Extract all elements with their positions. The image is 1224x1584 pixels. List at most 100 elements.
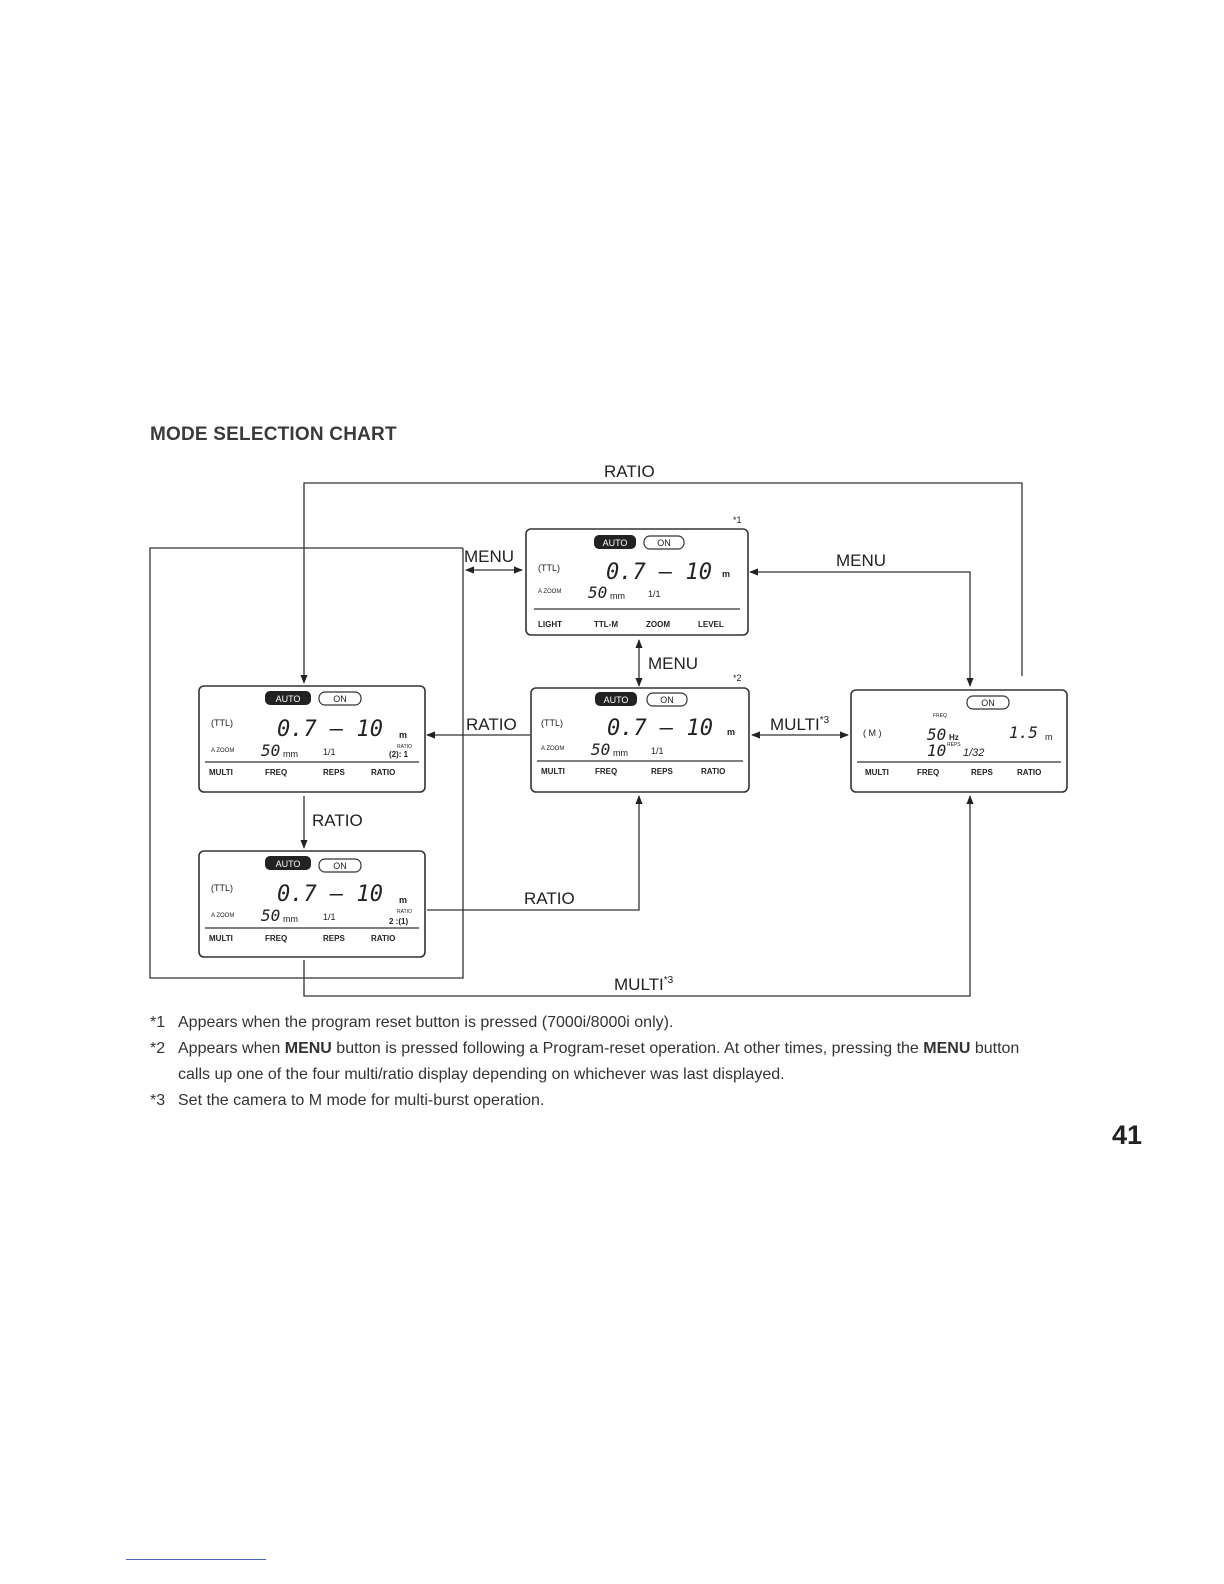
svg-text:ON: ON xyxy=(333,861,347,871)
label-ratio-bottom: RATIO xyxy=(524,889,575,908)
svg-text:mm: mm xyxy=(610,591,625,601)
svg-text:0.7 – 10: 0.7 – 10 xyxy=(277,717,383,742)
svg-text:REPS: REPS xyxy=(947,742,961,748)
label-multi-right: MULTI*3 xyxy=(770,715,830,734)
connector-lines xyxy=(149,482,1023,997)
svg-text:ON: ON xyxy=(660,695,674,705)
on-badge xyxy=(646,692,688,707)
footnote-text: MENU xyxy=(923,1040,971,1057)
svg-text:1/1: 1/1 xyxy=(648,589,661,599)
svg-text:REPS: REPS xyxy=(971,768,993,777)
svg-text:Hz: Hz xyxy=(949,733,959,742)
auto-badge xyxy=(595,692,637,706)
svg-text:1/1: 1/1 xyxy=(651,746,664,756)
auto-badge xyxy=(594,535,636,549)
svg-text:10: 10 xyxy=(927,741,946,760)
svg-text:50: 50 xyxy=(588,583,607,602)
svg-text:RATIO: RATIO xyxy=(701,767,725,776)
svg-text:REPS: REPS xyxy=(323,768,345,777)
on-badge xyxy=(643,535,685,550)
page-number: 41 xyxy=(1112,1120,1143,1150)
ratio-bottom-line xyxy=(427,795,643,911)
svg-text:LEVEL: LEVEL xyxy=(698,620,724,629)
svg-text:RATIO: RATIO xyxy=(371,768,395,777)
svg-text:1/1: 1/1 xyxy=(323,912,336,922)
lcd-panel-center: AUTO ON (TTL) 0.7 – 10 m A ZOOM 50 mm 1/… xyxy=(530,687,750,793)
svg-text:MULTI: MULTI xyxy=(209,768,233,777)
svg-text:FREQ: FREQ xyxy=(917,768,939,777)
lcd-panel-left-lower: AUTO ON (TTL) 0.7 – 10 m A ZOOM 50 mm 1/… xyxy=(198,850,426,958)
footnote-text: button is pressed following a Program-re… xyxy=(331,1040,924,1057)
auto-badge xyxy=(265,856,311,870)
label-ratio-center: RATIO xyxy=(466,715,517,734)
svg-text:RATIO: RATIO xyxy=(1017,768,1041,777)
svg-text:MULTI: MULTI xyxy=(865,768,889,777)
svg-text:ON: ON xyxy=(333,694,347,704)
svg-text:m: m xyxy=(399,730,407,740)
svg-text:(TTL): (TTL) xyxy=(211,883,233,893)
svg-text:REPS: REPS xyxy=(651,767,673,776)
svg-text:(TTL): (TTL) xyxy=(538,563,560,573)
svg-text:A ZOOM: A ZOOM xyxy=(211,913,234,919)
bottom-rule xyxy=(126,1559,266,1560)
label-ratio-left: RATIO xyxy=(312,811,363,830)
svg-text:ZOOM: ZOOM xyxy=(646,620,670,629)
footnote-mark: *3 xyxy=(150,1092,166,1109)
svg-text:RATIO: RATIO xyxy=(397,909,412,915)
footnote: *1 Appears when the program reset button … xyxy=(150,1010,1030,1036)
svg-text:1/1: 1/1 xyxy=(323,747,336,757)
svg-text:AUTO: AUTO xyxy=(276,859,301,869)
svg-text:FREQ: FREQ xyxy=(265,934,287,943)
auto-badge xyxy=(265,691,311,705)
svg-text:1/32: 1/32 xyxy=(963,747,984,759)
svg-text:mm: mm xyxy=(613,748,628,758)
ratio-top-line xyxy=(300,482,1023,684)
svg-text:50: 50 xyxy=(927,725,946,744)
label-multi-bottom: MULTI*3 xyxy=(614,975,674,994)
svg-text:(TTL): (TTL) xyxy=(211,718,233,728)
label-menu-left: MENU xyxy=(464,547,514,566)
footnote-mark: *2 xyxy=(150,1040,166,1057)
multi-bottom-line xyxy=(303,795,974,997)
svg-text:RATIO: RATIO xyxy=(397,744,412,750)
svg-text:FREQ: FREQ xyxy=(933,713,947,719)
on-badge xyxy=(966,695,1010,710)
svg-text:FREQ: FREQ xyxy=(265,768,287,777)
label-ratio-top: RATIO xyxy=(604,462,655,481)
svg-text:AUTO: AUTO xyxy=(276,694,301,704)
lcd-panel-right: ON ( M ) FREQ 50 Hz 1.5 m 10 REPS 1/32 M… xyxy=(850,689,1068,793)
svg-text:TTL-M: TTL-M xyxy=(594,620,618,629)
menu-right-line xyxy=(749,568,974,687)
svg-text:50: 50 xyxy=(261,741,280,760)
on-badge xyxy=(318,858,362,873)
svg-text:0.7 – 10: 0.7 – 10 xyxy=(607,716,713,741)
footnote: *2 Appears when MENU button is pressed fo… xyxy=(150,1036,1030,1088)
mark-top-panel: *1 xyxy=(733,515,742,525)
svg-text:m: m xyxy=(727,727,735,737)
footnote-mark: *1 xyxy=(150,1014,166,1031)
svg-text:MULTI: MULTI xyxy=(209,934,233,943)
on-badge xyxy=(318,691,362,706)
outer-left-loop xyxy=(149,547,464,979)
lcd-panel-left-upper: AUTO ON (TTL) 0.7 – 10 m A ZOOM 50 mm 1/… xyxy=(198,685,426,793)
footnote-text: MENU xyxy=(284,1040,332,1057)
lcd-panel-top: AUTO ON (TTL) 0.7 – 10 m A ZOOM 50 mm 1/… xyxy=(525,528,749,636)
svg-text:mm: mm xyxy=(283,749,298,759)
svg-text:50: 50 xyxy=(591,740,610,759)
svg-text:m: m xyxy=(399,895,407,905)
mark-center-panel: *2 xyxy=(733,673,742,683)
svg-text:mm: mm xyxy=(283,914,298,924)
svg-text:ON: ON xyxy=(981,698,995,708)
svg-text:RATIO: RATIO xyxy=(371,934,395,943)
svg-text:1.5: 1.5 xyxy=(1009,723,1038,742)
footnote-text: Appears when xyxy=(178,1040,285,1057)
svg-text:(2): 1: (2): 1 xyxy=(389,750,409,759)
footnote-text: button calls up one of the four multi/ra… xyxy=(178,1040,1020,1083)
svg-text:m: m xyxy=(1045,732,1053,742)
svg-text:ON: ON xyxy=(657,538,671,548)
chart-title: MODE SELECTION CHART xyxy=(150,424,397,445)
svg-text:AUTO: AUTO xyxy=(604,695,629,705)
footnote-text: Appears when the program reset button is… xyxy=(178,1014,674,1031)
